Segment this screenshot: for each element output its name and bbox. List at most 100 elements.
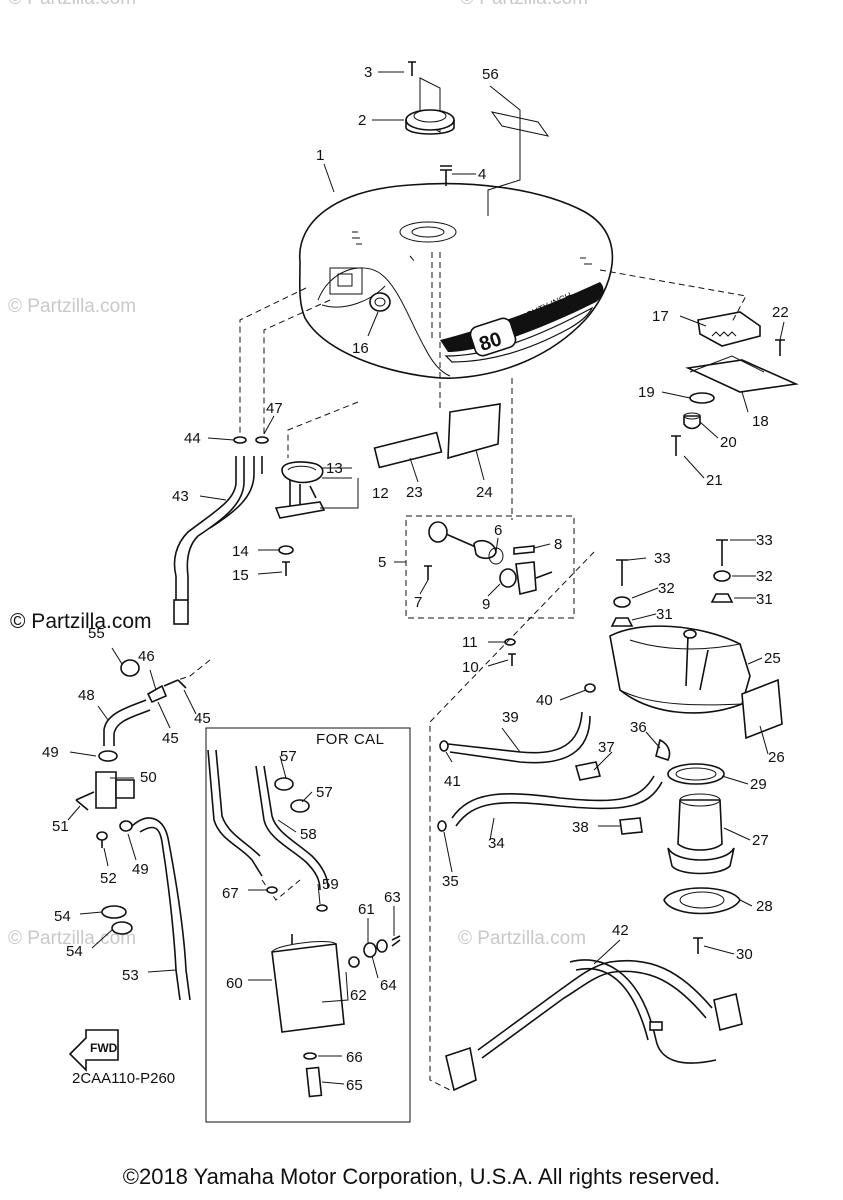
canister-assembly [207, 749, 401, 1098]
for-cal-label: FOR CAL [316, 731, 385, 748]
callout-51[interactable]: 51 [52, 818, 69, 835]
callout-24[interactable]: 24 [476, 484, 493, 501]
partzilla-mark: © Partzilla.com [10, 610, 152, 633]
callout-16[interactable]: 16 [352, 340, 369, 357]
callout-53[interactable]: 53 [122, 967, 139, 984]
callout-36[interactable]: 36 [630, 719, 647, 736]
callout-14[interactable]: 14 [232, 543, 249, 560]
callout-47[interactable]: 47 [266, 400, 283, 417]
callout-58[interactable]: 58 [300, 826, 317, 843]
callout-45-left[interactable]: 45 [162, 730, 179, 747]
tank-damper [369, 292, 391, 312]
callout-50[interactable]: 50 [140, 769, 157, 786]
callout-61[interactable]: 61 [358, 901, 375, 918]
callout-41[interactable]: 41 [444, 773, 461, 790]
callout-4[interactable]: 4 [478, 166, 486, 183]
rear-mount-bracket [671, 311, 799, 456]
callout-39[interactable]: 39 [502, 709, 519, 726]
callout-leaders [67, 71, 785, 1085]
callout-21[interactable]: 21 [706, 472, 723, 489]
callout-11[interactable]: 11 [462, 634, 478, 651]
callout-35[interactable]: 35 [442, 873, 459, 890]
callout-27[interactable]: 27 [752, 832, 769, 849]
callout-54-bottom[interactable]: 54 [66, 943, 83, 960]
watermark-text: © Partzilla.com [8, 0, 136, 9]
reference-lines [177, 252, 747, 1091]
callout-numbers: 3 2 56 4 1 16 17 22 19 18 20 21 23 24 44… [42, 64, 789, 1094]
tank-pad [447, 403, 501, 460]
callout-57-bottom[interactable]: 57 [316, 784, 333, 801]
callout-40[interactable]: 40 [536, 692, 553, 709]
callout-55[interactable]: 55 [88, 625, 105, 642]
callout-1[interactable]: 1 [316, 147, 324, 164]
callout-12[interactable]: 12 [372, 485, 389, 502]
left-hose-fittings [75, 659, 191, 1001]
callout-13[interactable]: 13 [326, 460, 343, 477]
callout-18[interactable]: 18 [752, 413, 769, 430]
callout-59[interactable]: 59 [322, 876, 339, 893]
callout-32-left[interactable]: 32 [658, 580, 675, 597]
caution-label [490, 111, 550, 137]
callout-52[interactable]: 52 [100, 870, 117, 887]
callout-31-right[interactable]: 31 [756, 591, 773, 608]
callout-6[interactable]: 6 [494, 522, 502, 539]
callout-30[interactable]: 30 [736, 946, 753, 963]
for-cal-box [205, 727, 411, 1123]
callout-20[interactable]: 20 [720, 434, 737, 451]
watermark-text: © Partzilla.com [460, 0, 588, 9]
callout-34[interactable]: 34 [488, 835, 505, 852]
callout-2[interactable]: 2 [358, 112, 366, 129]
callout-17[interactable]: 17 [652, 308, 669, 325]
callout-49-right[interactable]: 49 [132, 861, 149, 878]
watermark-text: © Partzilla.com [458, 928, 586, 949]
fuel-cap-assembly [405, 61, 455, 135]
fuel-sender-unit [274, 461, 326, 576]
watermark-text: © Partzilla.com [8, 296, 136, 317]
callout-43[interactable]: 43 [172, 488, 189, 505]
callout-33-left[interactable]: 33 [654, 550, 671, 567]
callout-37[interactable]: 37 [598, 739, 615, 756]
fuel-cock-group-box [405, 515, 575, 619]
callout-38[interactable]: 38 [572, 819, 589, 836]
callout-28[interactable]: 28 [756, 898, 773, 915]
callout-46[interactable]: 46 [138, 648, 155, 665]
callout-67[interactable]: 67 [222, 885, 239, 902]
callout-19[interactable]: 19 [638, 384, 655, 401]
callout-48[interactable]: 48 [78, 687, 95, 704]
callout-63[interactable]: 63 [384, 889, 401, 906]
callout-9[interactable]: 9 [482, 596, 490, 613]
callout-42[interactable]: 42 [612, 922, 629, 939]
callout-15[interactable]: 15 [232, 567, 249, 584]
fuel-tank: 80 EIGHTY INCH [298, 182, 614, 379]
callout-22[interactable]: 22 [772, 304, 789, 321]
callout-57-top[interactable]: 57 [280, 748, 297, 765]
callout-49-left[interactable]: 49 [42, 744, 59, 761]
callout-33-right[interactable]: 33 [756, 532, 773, 549]
bolt [440, 165, 452, 186]
callout-60[interactable]: 60 [226, 975, 243, 992]
callout-62[interactable]: 62 [350, 987, 367, 1004]
callout-26[interactable]: 26 [768, 749, 785, 766]
callout-25[interactable]: 25 [764, 650, 781, 667]
callout-66[interactable]: 66 [346, 1049, 363, 1066]
callout-54-top[interactable]: 54 [54, 908, 71, 925]
callout-5[interactable]: 5 [378, 554, 386, 571]
callout-29[interactable]: 29 [750, 776, 767, 793]
fuel-hoses [437, 683, 743, 1092]
callout-64[interactable]: 64 [380, 977, 397, 994]
callout-8[interactable]: 8 [554, 536, 562, 553]
callout-23[interactable]: 23 [406, 484, 423, 501]
fwd-arrow-icon: FWD [68, 1029, 119, 1072]
callout-31-left[interactable]: 31 [656, 606, 673, 623]
callout-32-right[interactable]: 32 [756, 568, 773, 585]
callout-7[interactable]: 7 [414, 594, 422, 611]
callout-44[interactable]: 44 [184, 430, 201, 447]
callout-65[interactable]: 65 [346, 1077, 363, 1094]
callout-10[interactable]: 10 [462, 659, 479, 676]
callout-3[interactable]: 3 [364, 64, 372, 81]
callout-56[interactable]: 56 [482, 66, 499, 83]
callout-45-right[interactable]: 45 [194, 710, 211, 727]
catalog-code: 2CAA110-P260 [72, 1070, 176, 1087]
